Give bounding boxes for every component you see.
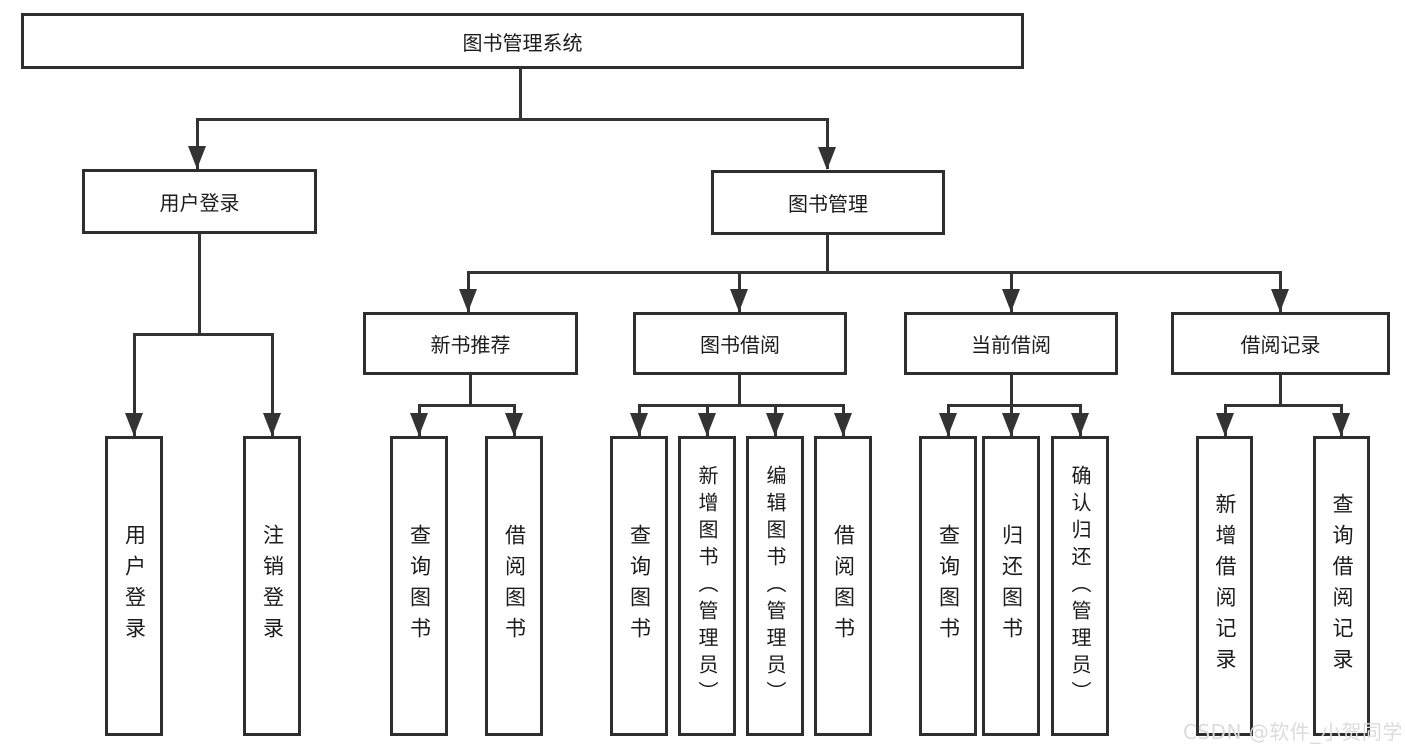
- watermark: CSDN @软件_小贺同学: [1183, 720, 1403, 744]
- node-root-label: 图书管理系统: [462, 30, 583, 55]
- leaf-query-book-label: 查询图书: [627, 524, 652, 648]
- arrow-down-icon: [834, 413, 852, 436]
- node-new-book-recommend: 新书推荐: [363, 312, 578, 375]
- arrow-down-icon: [698, 413, 716, 436]
- node-borrow-record-label: 借阅记录: [1240, 333, 1321, 357]
- arrow-down-icon: [1216, 413, 1234, 436]
- arrow-down-icon: [939, 413, 957, 436]
- connector-hline: [948, 404, 1081, 407]
- arrow-down-icon: [188, 146, 206, 169]
- connector-hline: [197, 118, 829, 121]
- connector-hline: [468, 271, 1281, 274]
- node-root: 图书管理系统: [21, 13, 1024, 69]
- connector-vline: [133, 333, 136, 436]
- leaf-return-book-label: 归还图书: [999, 524, 1024, 648]
- connector-vline: [826, 235, 829, 274]
- leaf-query-book: 查询图书: [610, 436, 668, 736]
- leaf-add-borrow-record: 新增借阅记录: [1196, 436, 1253, 736]
- leaf-query-current-label: 查询图书: [936, 524, 961, 648]
- connector-vline: [198, 233, 201, 336]
- connector-vline: [469, 375, 472, 406]
- leaf-borrow-book: 借阅图书: [814, 436, 872, 736]
- connector-hline: [639, 404, 844, 407]
- arrow-down-icon: [263, 413, 281, 436]
- arrow-down-icon: [410, 413, 428, 436]
- leaf-query-current: 查询图书: [919, 436, 977, 736]
- arrow-down-icon: [1002, 289, 1020, 312]
- connector-hline: [1225, 404, 1342, 407]
- leaf-edit-book-admin-label: 编辑图书（管理员）: [763, 464, 787, 708]
- node-book-borrow: 图书借阅: [633, 312, 847, 375]
- arrow-down-icon: [1271, 289, 1289, 312]
- connector-vline: [196, 118, 199, 169]
- node-current-borrow-label: 当前借阅: [971, 333, 1051, 357]
- connector-vline: [738, 375, 741, 406]
- arrow-down-icon: [1071, 413, 1089, 436]
- leaf-add-book-admin-label: 新增图书（管理员）: [695, 464, 719, 708]
- leaf-query-book-recommend: 查询图书: [390, 436, 448, 736]
- node-borrow-record: 借阅记录: [1171, 312, 1390, 375]
- leaf-confirm-return-admin-label: 确认归还（管理员）: [1068, 464, 1092, 708]
- leaf-confirm-return-admin: 确认归还（管理员）: [1051, 436, 1109, 736]
- connector-hline: [134, 333, 274, 336]
- leaf-logout-label: 注销登录: [260, 524, 285, 648]
- arrow-down-icon: [818, 147, 836, 170]
- connector-vline: [519, 68, 522, 120]
- leaf-borrow-book-recommend: 借阅图书: [485, 436, 543, 736]
- leaf-user-login-label: 用户登录: [122, 524, 147, 648]
- arrow-down-icon: [730, 289, 748, 312]
- node-book-borrow-label: 图书借阅: [700, 333, 780, 357]
- node-current-borrow: 当前借阅: [904, 312, 1118, 375]
- arrow-down-icon: [630, 413, 648, 436]
- leaf-add-borrow-record-label: 新增借阅记录: [1213, 493, 1237, 679]
- node-book-management: 图书管理: [711, 170, 945, 235]
- arrow-down-icon: [1002, 413, 1020, 436]
- connector-vline: [1279, 375, 1282, 406]
- leaf-edit-book-admin: 编辑图书（管理员）: [746, 436, 804, 736]
- node-book-management-label: 图书管理: [788, 192, 868, 216]
- leaf-user-login: 用户登录: [105, 436, 163, 736]
- node-user-login-label: 用户登录: [159, 191, 240, 215]
- leaf-query-book-recommend-label: 查询图书: [407, 524, 432, 648]
- leaf-query-borrow-record: 查询借阅记录: [1313, 436, 1370, 736]
- arrow-down-icon: [125, 413, 143, 436]
- arrow-down-icon: [766, 413, 784, 436]
- arrow-down-icon: [505, 413, 523, 436]
- leaf-query-borrow-record-label: 查询借阅记录: [1330, 493, 1354, 679]
- leaf-return-book: 归还图书: [982, 436, 1040, 736]
- connector-vline: [826, 118, 829, 169]
- leaf-borrow-book-recommend-label: 借阅图书: [502, 524, 527, 648]
- node-user-login: 用户登录: [82, 169, 317, 234]
- arrow-down-icon: [459, 289, 477, 312]
- leaf-add-book-admin: 新增图书（管理员）: [678, 436, 736, 736]
- leaf-logout: 注销登录: [243, 436, 301, 736]
- leaf-borrow-book-label: 借阅图书: [831, 524, 856, 648]
- connector-hline: [419, 404, 515, 407]
- connector-vline: [1010, 375, 1013, 406]
- node-new-book-recommend-label: 新书推荐: [430, 333, 511, 357]
- arrow-down-icon: [1332, 413, 1350, 436]
- connector-vline: [271, 333, 274, 436]
